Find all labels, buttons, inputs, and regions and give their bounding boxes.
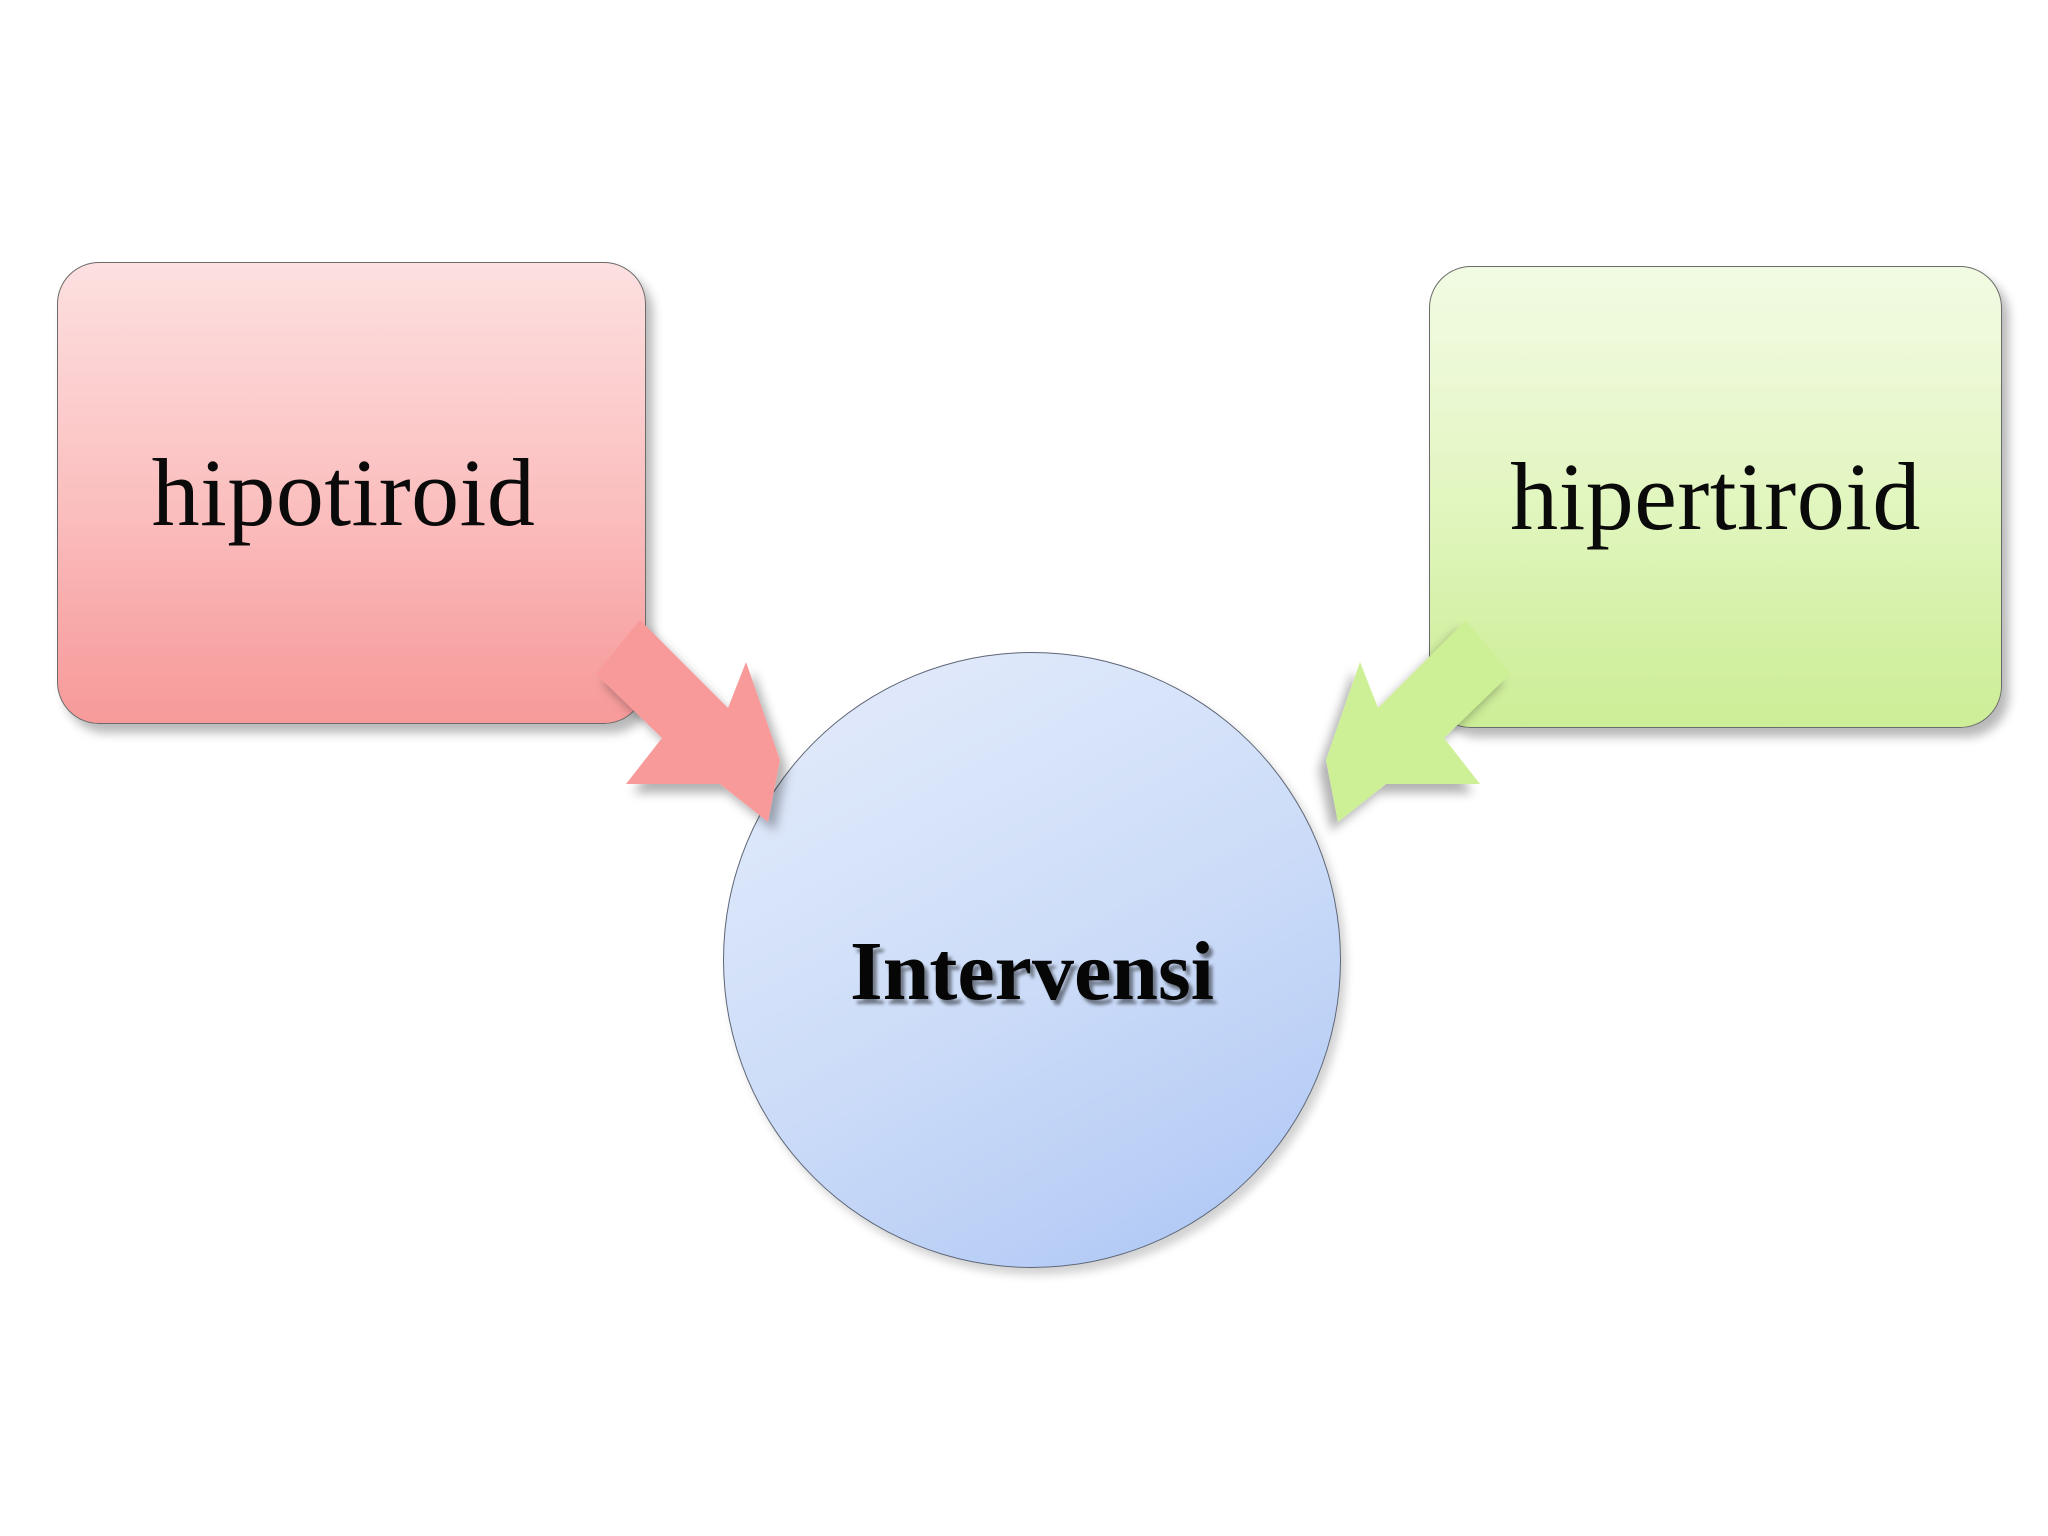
- concept-box-hipotiroid-label: hipotiroid: [151, 439, 536, 546]
- concept-box-hipertiroid-label: hipertiroid: [1510, 443, 1921, 550]
- concept-box-hipertiroid[interactable]: hipertiroid: [1429, 266, 2002, 728]
- bent-arrow-down-right-icon: [596, 612, 826, 842]
- concept-circle-intervensi-label: Intervensi: [850, 925, 1214, 1018]
- bent-arrow-down-left-icon: [1280, 612, 1510, 842]
- concept-box-hipotiroid[interactable]: hipotiroid: [57, 262, 646, 724]
- concept-circle-intervensi[interactable]: Intervensi: [723, 652, 1341, 1268]
